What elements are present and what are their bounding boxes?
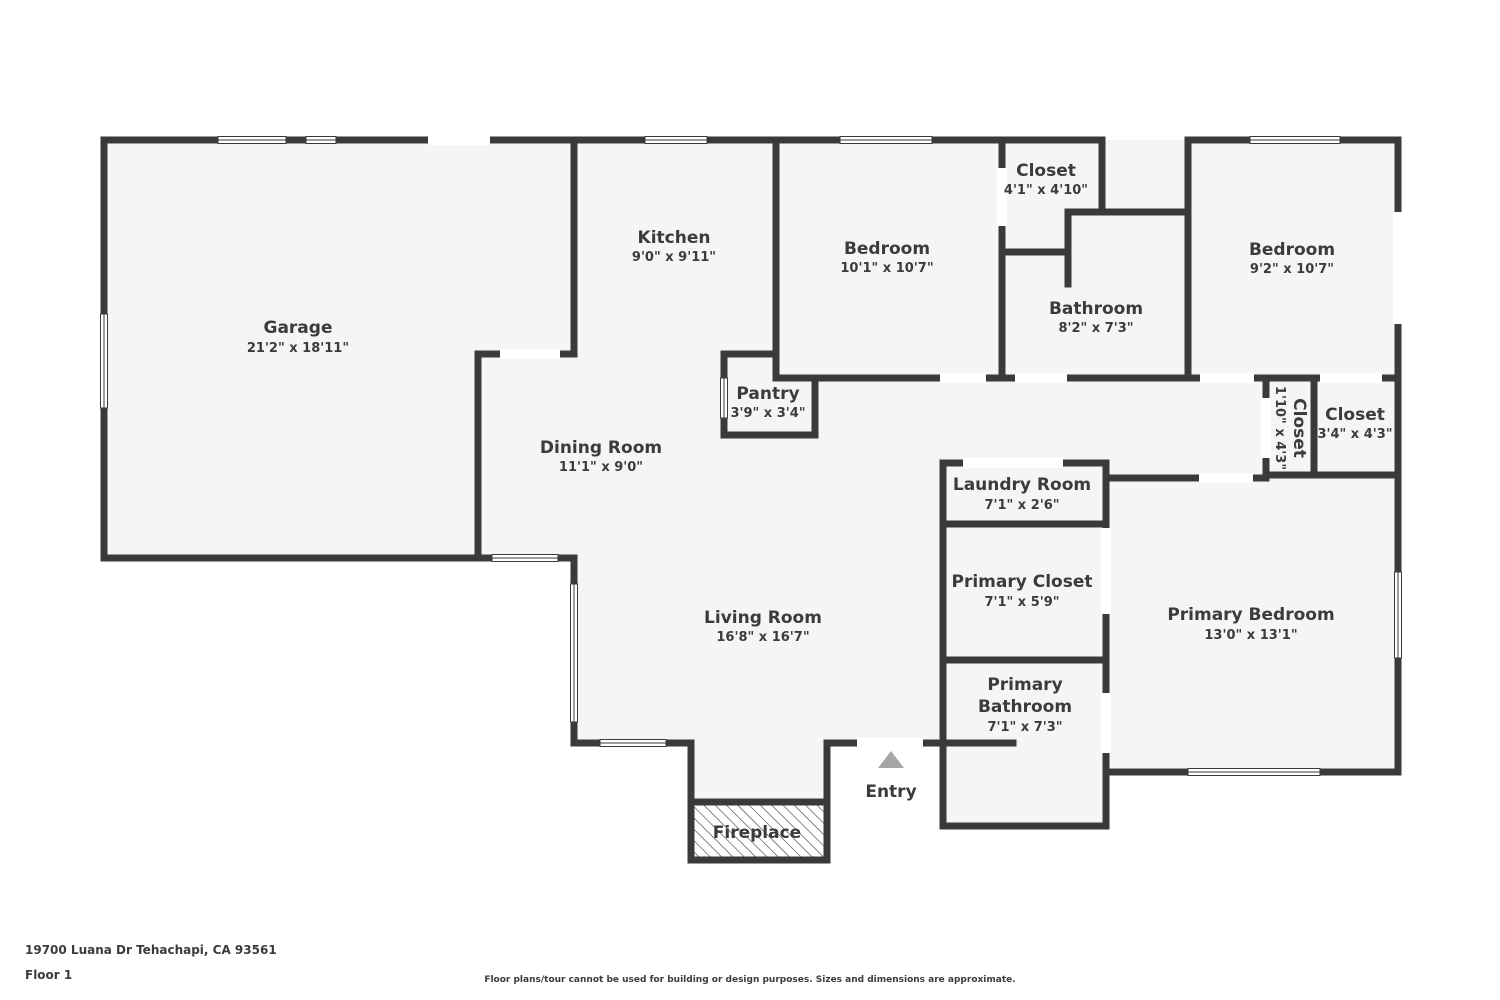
disclaimer: Floor plans/tour cannot be used for buil…: [484, 975, 1016, 985]
room-closet-3: Closet 3'4" x 4'3": [1317, 405, 1392, 442]
openings: [100, 135, 1403, 776]
room-name: Bedroom: [1249, 240, 1335, 260]
room-name: Bathroom: [1049, 299, 1143, 319]
room-dimensions: 16'8" x 16'7": [716, 630, 809, 645]
room-primary-closet: Primary Closet 7'1" x 5'9": [952, 572, 1093, 610]
room-laundry: Laundry Room 7'1" x 2'6": [953, 475, 1091, 513]
room-primary-bedroom: Primary Bedroom 13'0" x 13'1": [1167, 605, 1334, 643]
room-bedroom-2: Bedroom 9'2" x 10'7": [1249, 240, 1335, 277]
room-name: Closet: [1325, 405, 1385, 425]
room-dimensions: 11'1" x 9'0": [559, 460, 643, 475]
room-name: Closet: [1016, 161, 1076, 181]
house-floor: [478, 140, 1398, 826]
room-name: Bedroom: [844, 239, 930, 259]
room-dimensions: 7'1" x 7'3": [987, 720, 1062, 735]
room-dimensions: 9'0" x 9'11": [632, 250, 716, 265]
room-labels: Garage 21'2" x 18'11" Kitchen 9'0" x 9'1…: [247, 161, 1393, 843]
property-address: 19700 Luana Dr Tehachapi, CA 93561: [25, 943, 277, 957]
room-dimensions: 1'10" x 4'3": [1272, 386, 1287, 470]
room-name: Kitchen: [638, 228, 711, 248]
room-dimensions: 8'2" x 7'3": [1058, 321, 1133, 336]
room-dimensions: 7'1" x 5'9": [984, 595, 1059, 610]
room-name: Pantry: [736, 384, 799, 404]
room-dimensions: 21'2" x 18'11": [247, 341, 349, 356]
room-bedroom-1: Bedroom 10'1" x 10'7": [840, 239, 933, 276]
fireplace-label: Fireplace: [713, 823, 801, 843]
room-name: Primary Bedroom: [1167, 605, 1334, 625]
room-pantry: Pantry 3'9" x 3'4": [730, 384, 805, 421]
entry-arrow-icon: [878, 751, 904, 768]
room-dimensions: 13'0" x 13'1": [1204, 628, 1297, 643]
floor-label: Floor 1: [25, 968, 73, 982]
room-bathroom: Bathroom 8'2" x 7'3": [1049, 299, 1143, 336]
room-dimensions: 10'1" x 10'7": [840, 261, 933, 276]
room-name-line1: Primary: [987, 675, 1062, 695]
room-dimensions: 3'9" x 3'4": [730, 406, 805, 421]
room-name: Laundry Room: [953, 475, 1091, 495]
room-name: Dining Room: [540, 438, 662, 458]
room-living: Living Room 16'8" x 16'7": [704, 608, 822, 645]
room-dining: Dining Room 11'1" x 9'0": [540, 438, 662, 475]
fireplace: Fireplace: [713, 823, 801, 843]
room-kitchen: Kitchen 9'0" x 9'11": [632, 228, 716, 265]
room-closet-1: Closet 4'1" x 4'10": [1004, 161, 1088, 198]
room-closet-2: Closet 1'10" x 4'3": [1272, 386, 1309, 470]
room-dimensions: 4'1" x 4'10": [1004, 183, 1088, 198]
entry-label: Entry: [865, 782, 916, 802]
room-garage: Garage 21'2" x 18'11": [247, 318, 349, 356]
room-name-line2: Bathroom: [978, 697, 1072, 717]
room-name: Closet: [1289, 398, 1309, 458]
room-name: Garage: [264, 318, 333, 338]
room-dimensions: 3'4" x 4'3": [1317, 427, 1392, 442]
fireplace-hatch: [694, 805, 826, 860]
room-dimensions: 9'2" x 10'7": [1250, 262, 1334, 277]
room-name: Living Room: [704, 608, 822, 628]
floor-fills: [104, 140, 1398, 860]
room-dimensions: 7'1" x 2'6": [984, 498, 1059, 513]
room-name: Primary Closet: [952, 572, 1093, 592]
room-primary-bathroom: Primary Bathroom 7'1" x 7'3": [978, 675, 1072, 735]
